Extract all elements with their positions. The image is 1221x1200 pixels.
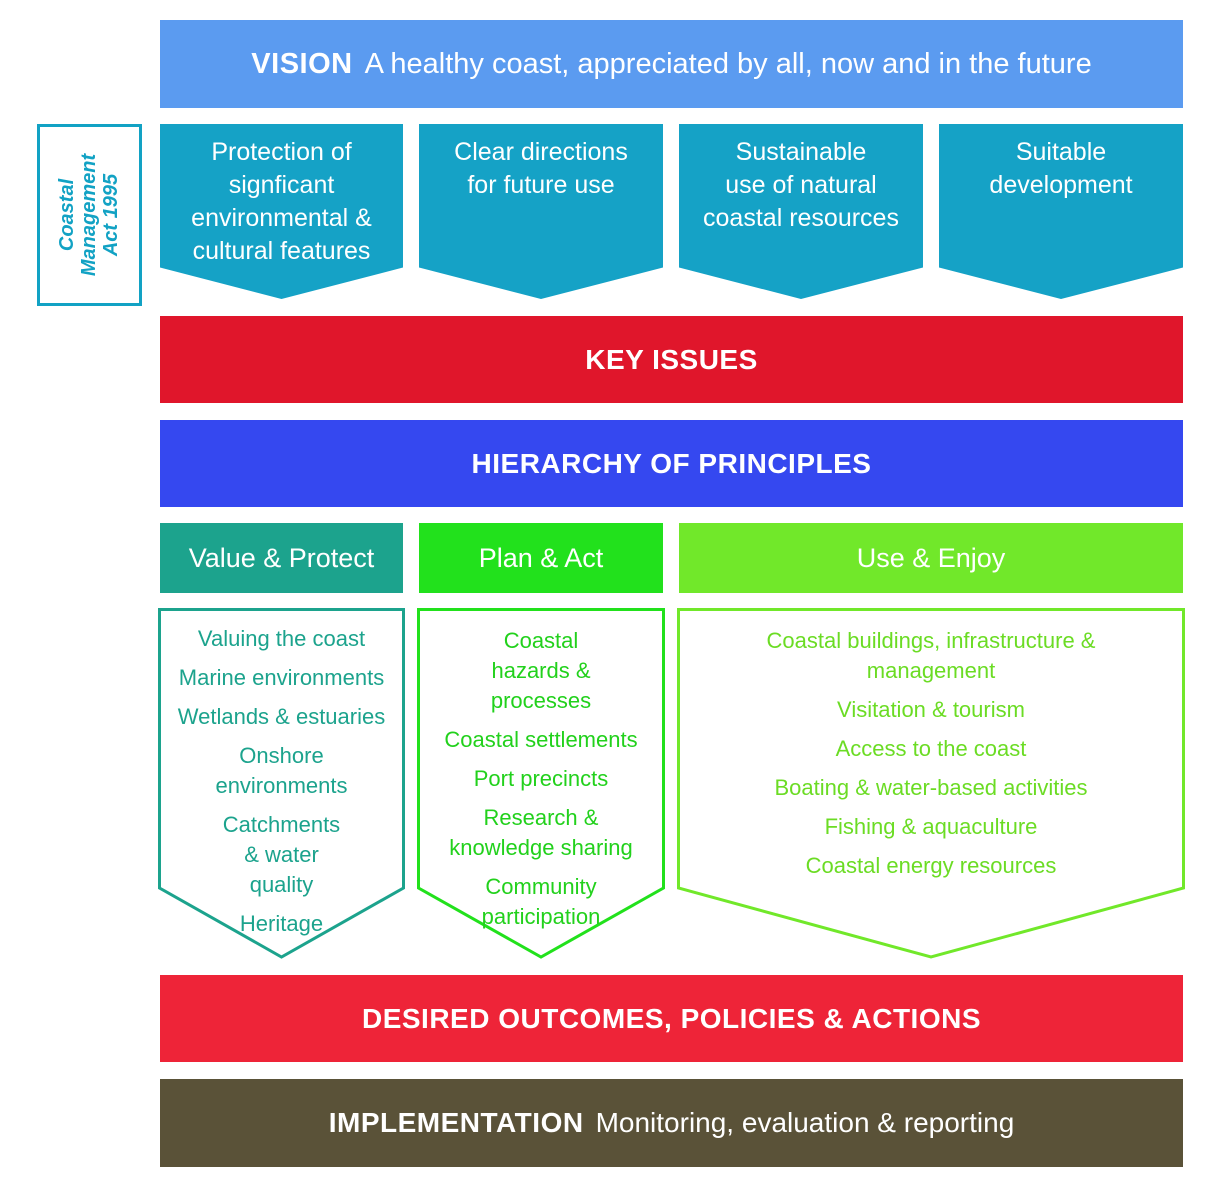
list-item: Access to the coast <box>835 736 1027 761</box>
objective-line: use of natural <box>725 171 877 199</box>
list-item: Port precincts <box>473 766 609 791</box>
key-issues-banner: KEY ISSUES <box>160 316 1183 403</box>
coastal-management-act-label: Coastal Management Act 1995 <box>37 124 142 306</box>
hierarchy-banner: HIERARCHY OF PRINCIPLES <box>160 420 1183 507</box>
vision-banner: VISION A healthy coast, appreciated by a… <box>160 20 1183 108</box>
desired-outcomes-banner: DESIRED OUTCOMES, POLICIES & ACTIONS <box>160 975 1183 1062</box>
list-item: Heritage <box>239 911 324 936</box>
panel-outline <box>158 608 405 959</box>
use-enjoy-heading: Use & Enjoy <box>679 523 1183 593</box>
objective-line: cultural features <box>192 237 371 265</box>
desired-outcomes-label: DESIRED OUTCOMES, POLICIES & ACTIONS <box>361 1002 981 1034</box>
objective-chevron: Suitable development <box>939 124 1183 299</box>
list-item: Coastal energy resources <box>805 853 1057 878</box>
list-item: Onshore environments <box>215 743 348 798</box>
list-item: Visitation & tourism <box>837 697 1025 722</box>
act-label-line: Act 1995 <box>100 173 123 257</box>
list-item: Catchments & water quality <box>222 812 341 897</box>
objective-line: Suitable <box>1015 138 1107 166</box>
objective-line: Protection of <box>211 138 352 166</box>
implementation-banner: IMPLEMENTATION Monitoring, evaluation & … <box>160 1079 1183 1167</box>
list-item: Boating & water-based activities <box>774 775 1088 800</box>
plan-act-panel: Coastal hazards & processes Coastal sett… <box>417 608 665 960</box>
list-item: Research & knowledge sharing <box>449 805 633 860</box>
list-item: Coastal settlements <box>444 727 638 752</box>
list-item: Community participation <box>481 874 601 929</box>
implementation-label: IMPLEMENTATION <box>328 1107 584 1138</box>
objective-line: for future use <box>467 171 615 199</box>
objective-line: Clear directions <box>454 138 628 166</box>
list-item: Marine environments <box>178 665 385 690</box>
plan-act-heading: Plan & Act <box>419 523 663 593</box>
value-protect-panel: Valuing the coast Marine environments We… <box>158 608 405 960</box>
list-item: Fishing & aquaculture <box>824 814 1038 839</box>
objective-line: environmental & <box>191 204 372 232</box>
list-item: Coastal hazards & processes <box>490 628 592 713</box>
key-issues-label: KEY ISSUES <box>585 343 758 375</box>
list-item: Coastal buildings, infrastructure & mana… <box>766 628 1096 683</box>
objective-chevron: Sustainable use of natural coastal resou… <box>679 124 923 299</box>
vision-label: VISION <box>251 47 353 80</box>
use-enjoy-panel: Coastal buildings, infrastructure & mana… <box>677 608 1185 960</box>
implementation-text: Monitoring, evaluation & reporting <box>595 1107 1015 1138</box>
objective-line: Sustainable <box>735 138 867 166</box>
objective-line: development <box>989 171 1133 199</box>
objective-line: coastal resources <box>703 204 899 232</box>
hierarchy-label: HIERARCHY OF PRINCIPLES <box>471 447 872 479</box>
vision-text: A healthy coast, appreciated by all, now… <box>364 47 1092 80</box>
list-item: Valuing the coast <box>197 626 366 651</box>
objective-chevron: Clear directions for future use <box>419 124 663 299</box>
act-label-line: Management <box>78 153 101 277</box>
value-protect-heading: Value & Protect <box>160 523 403 593</box>
objective-chevron: Protection of signficant environmental &… <box>160 124 403 299</box>
panel-outline <box>417 608 665 959</box>
act-label-line: Coastal <box>56 178 79 252</box>
panel-outline <box>677 608 1185 959</box>
list-item: Wetlands & estuaries <box>177 704 386 729</box>
objective-line: signficant <box>228 171 335 199</box>
